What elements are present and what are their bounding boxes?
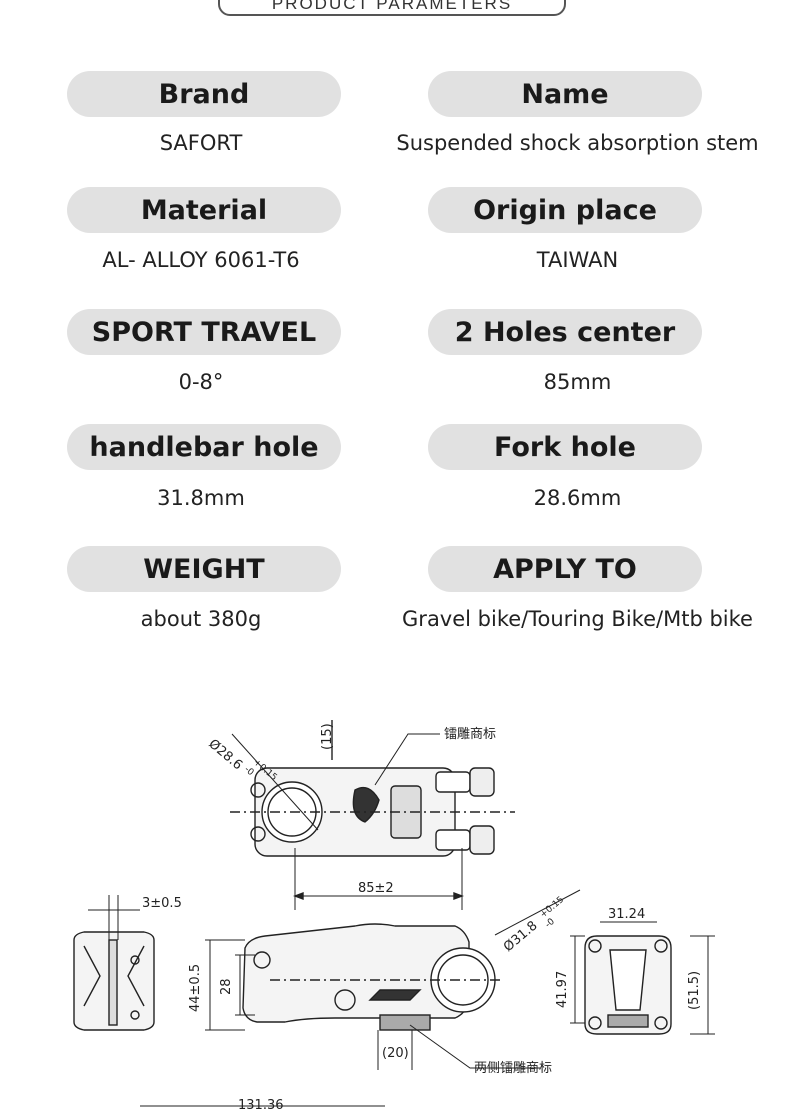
dim-51-label: (51.5) [687, 971, 702, 1010]
param-value-sport-travel: 0-8° [178, 370, 224, 394]
laser-logo-note-side: 两侧镭雕商标 [474, 1061, 552, 1076]
width-31-label: 31.24 [608, 907, 645, 922]
param-label-sport-travel: SPORT TRAVEL [67, 309, 341, 355]
center-distance-label: 85±2 [358, 881, 394, 896]
param-value-material: AL- ALLOY 6061-T6 [102, 248, 300, 272]
technical-drawing: Ø28.6 +0.15 -0 (15) 镭雕商标 85±2 3±0.5 Ø31.… [73, 720, 715, 1110]
stem-top-view [230, 720, 515, 857]
param-label-origin: Origin place [428, 187, 702, 233]
param-value-apply-to: Gravel bike/Touring Bike/Mtb bike [402, 607, 753, 631]
section-title-tab: PRODUCT PARAMETERS [218, 0, 566, 16]
param-value-holes-center: 85mm [543, 370, 612, 394]
dim-28-label: 28 [219, 978, 234, 995]
stem-rear-view [584, 935, 672, 1035]
laser-logo-note-top: 镭雕商标 [444, 727, 496, 742]
dim-41-label: 41.97 [555, 971, 570, 1008]
param-label-material: Material [67, 187, 341, 233]
stack-height-label: 44±0.5 [188, 964, 203, 1012]
gap-dimension-label: 3±0.5 [142, 896, 182, 911]
param-label-weight: WEIGHT [67, 546, 341, 592]
dim-20-label: (20) [382, 1046, 409, 1061]
param-value-name: Suspended shock absorption stem [396, 131, 759, 155]
param-value-origin: TAIWAN [536, 248, 619, 272]
bar-diameter-label: Ø31.8 [501, 918, 541, 955]
stem-side-view [242, 923, 500, 1031]
param-value-handlebar-hole: 31.8mm [157, 486, 245, 510]
param-label-brand: Brand [67, 71, 341, 117]
param-value-fork-hole: 28.6mm [533, 486, 622, 510]
height-15-label: (15) [320, 723, 335, 750]
stem-front-view [73, 931, 155, 1031]
param-value-weight: about 380g [140, 607, 262, 631]
param-label-handlebar-hole: handlebar hole [67, 424, 341, 470]
param-label-apply-to: APPLY TO [428, 546, 702, 592]
param-label-name: Name [428, 71, 702, 117]
param-value-brand: SAFORT [159, 131, 243, 155]
bar-tolerance-upper: +0.15 [539, 895, 567, 920]
param-label-holes-center: 2 Holes center [428, 309, 702, 355]
param-label-fork-hole: Fork hole [428, 424, 702, 470]
length-131-label: 131.36 [238, 1098, 284, 1110]
